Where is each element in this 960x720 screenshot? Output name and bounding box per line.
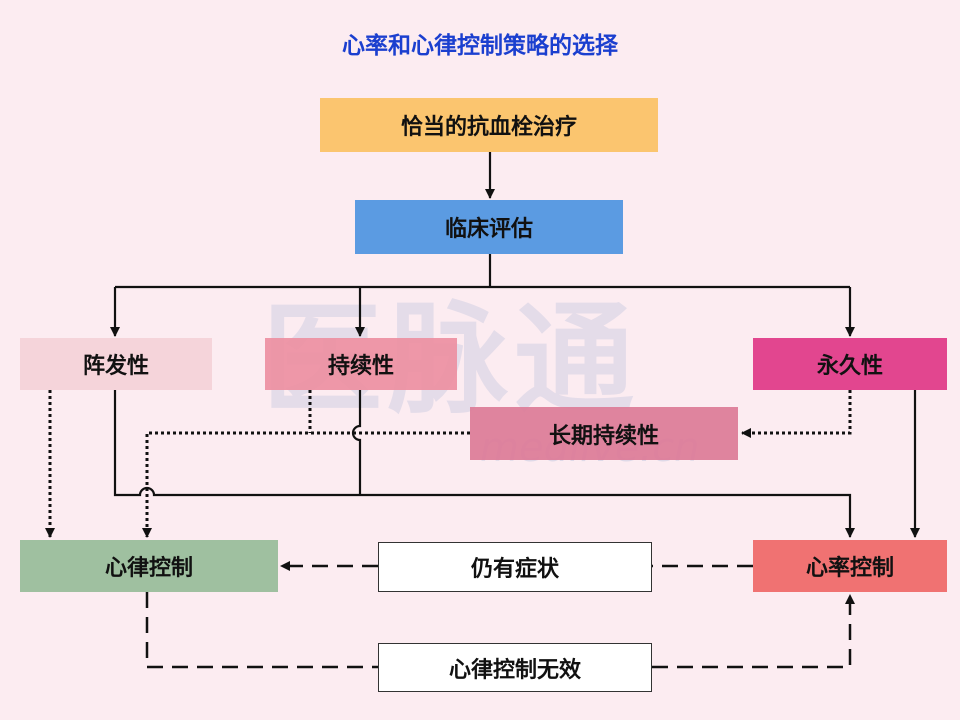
dotted-permanent-to-long — [741, 390, 852, 438]
dashed-rhythm-to-failed — [145, 592, 378, 669]
line-persistent-to-rate — [351, 390, 362, 495]
dashed-failed-to-rate — [652, 594, 855, 669]
node-rate-control: 心率控制 — [753, 540, 947, 592]
node-still-symptomatic: 仍有症状 — [378, 542, 652, 592]
node-clinical-assessment: 临床评估 — [355, 200, 623, 254]
node-rhythm-control: 心律控制 — [20, 540, 278, 592]
node-anticoagulation: 恰当的抗血栓治疗 — [320, 98, 658, 152]
node-paroxysmal: 阵发性 — [20, 338, 212, 390]
node-long-standing-persistent: 长期持续性 — [470, 407, 738, 460]
node-permanent: 永久性 — [753, 338, 947, 390]
node-persistent: 持续性 — [265, 338, 457, 390]
dotted-long-to-rhythm — [142, 431, 470, 538]
diagram-title: 心率和心律控制策略的选择 — [342, 33, 618, 59]
node-rhythm-control-failed: 心律控制无效 — [378, 643, 652, 692]
